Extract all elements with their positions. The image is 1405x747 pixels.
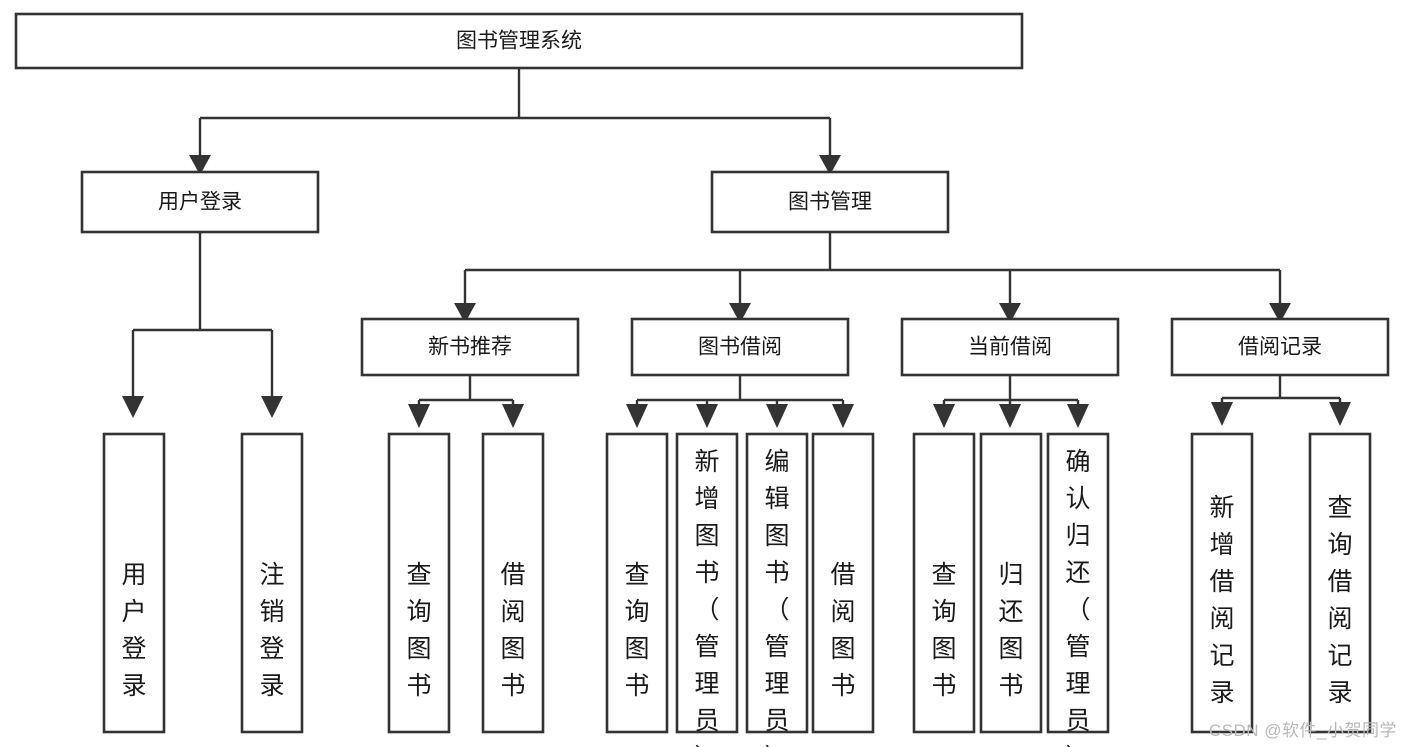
node-leaf-confirm-return-label: 确认归还（管理员）: [1065, 448, 1090, 747]
node-leaf-query-book-2-box[interactable]: [605, 432, 669, 734]
node-leaf-return-book[interactable]: 归还图书: [979, 432, 1043, 734]
node-leaf-user-login[interactable]: 用户登录: [102, 432, 166, 734]
node-new-book-recommend-label: 新书推荐: [428, 336, 512, 359]
node-root[interactable]: 图书管理系统: [14, 12, 1024, 70]
node-leaf-query-borrow-record-label: 查询借阅记录: [1327, 494, 1352, 707]
arrow-head-leaf-query-book-1: [408, 404, 430, 428]
node-borrow-record-box[interactable]: [1170, 317, 1390, 377]
connector-userlogin-to-leaves: [131, 232, 274, 398]
node-leaf-borrow-book-1-label: 借阅图书: [500, 561, 525, 700]
node-leaf-query-book-3-label: 查询图书: [931, 561, 956, 700]
node-new-book-recommend-box[interactable]: [360, 317, 580, 377]
node-leaf-confirm-return[interactable]: 确认归还（管理员）: [1046, 432, 1110, 747]
node-leaf-borrow-book-1[interactable]: 借阅图书: [481, 432, 545, 734]
node-new-book-recommend[interactable]: 新书推荐: [360, 317, 580, 377]
node-leaf-borrow-book-1-box[interactable]: [481, 432, 545, 734]
arrow-head-current-borrow: [999, 303, 1021, 323]
node-leaf-query-borrow-record-box[interactable]: [1308, 432, 1372, 734]
leaf-layer: 用户登录 注销登录 查询图书 借阅图书 查询图书 新增图书（管理员） 编辑图书（…: [102, 432, 1372, 747]
node-book-borrow-box[interactable]: [630, 317, 850, 377]
node-leaf-add-borrow-record-label: 新增借阅记录: [1209, 494, 1234, 707]
node-borrow-record[interactable]: 借阅记录: [1170, 317, 1390, 377]
connector-root-to-level2: [198, 68, 832, 158]
node-leaf-logout-login-label: 注销登录: [259, 561, 284, 700]
node-current-borrow-label: 当前借阅: [968, 336, 1052, 359]
connector-bookborrow-to-leaves: [635, 375, 845, 408]
arrow-head-user-login: [189, 155, 211, 175]
node-book-borrow[interactable]: 图书借阅: [630, 317, 850, 377]
node-leaf-query-book-2[interactable]: 查询图书: [605, 432, 669, 734]
arrow-head-leaf-return-book: [999, 404, 1021, 428]
node-current-borrow[interactable]: 当前借阅: [900, 317, 1120, 377]
node-leaf-add-borrow-record-box[interactable]: [1190, 432, 1254, 734]
node-leaf-borrow-book-2-box[interactable]: [811, 432, 875, 734]
node-user-login[interactable]: 用户登录: [80, 170, 320, 234]
node-leaf-add-book-box[interactable]: [675, 432, 739, 734]
node-leaf-add-book-label: 新增图书（管理员）: [694, 448, 719, 747]
node-leaf-query-borrow-record[interactable]: 查询借阅记录: [1308, 432, 1372, 734]
node-leaf-query-book-1-label: 查询图书: [406, 561, 431, 700]
connector-borrowrecord-to-leaves: [1220, 375, 1342, 406]
arrow-head-new-book-recommend: [454, 303, 476, 323]
node-current-borrow-box[interactable]: [900, 317, 1120, 377]
arrow-head-book-management: [819, 155, 841, 175]
arrow-head-leaf-borrow-book-1: [502, 404, 524, 428]
arrow-head-leaf-confirm-return: [1067, 404, 1089, 428]
node-leaf-query-book-2-label: 查询图书: [624, 561, 649, 700]
arrow-head-leaf-add-book: [696, 404, 718, 428]
node-root-box[interactable]: [14, 12, 1024, 70]
node-leaf-add-book[interactable]: 新增图书（管理员）: [675, 432, 739, 747]
arrow-head-leaf-edit-book: [766, 404, 788, 428]
node-leaf-logout-login[interactable]: 注销登录: [240, 432, 304, 734]
node-book-management-label: 图书管理: [788, 191, 872, 214]
node-leaf-edit-book-label: 编辑图书（管理员）: [764, 448, 789, 747]
connector-layer: [122, 68, 1351, 428]
arrow-head-leaf-user-login: [122, 396, 144, 418]
node-leaf-query-book-1-box[interactable]: [387, 432, 451, 734]
node-leaf-query-book-1[interactable]: 查询图书: [387, 432, 451, 734]
node-leaf-logout-login-box[interactable]: [240, 432, 304, 734]
node-book-management-box[interactable]: [710, 170, 950, 234]
node-leaf-borrow-book-2-label: 借阅图书: [830, 561, 855, 700]
arrow-head-book-borrow: [729, 303, 751, 323]
node-user-login-label: 用户登录: [158, 191, 242, 214]
connector-newbook-to-leaves: [417, 375, 515, 408]
arrow-head-leaf-query-book-2: [626, 404, 648, 428]
node-leaf-query-book-3[interactable]: 查询图书: [912, 432, 976, 734]
node-user-login-box[interactable]: [80, 170, 320, 234]
node-book-borrow-label: 图书借阅: [698, 336, 782, 359]
arrow-head-leaf-borrow-book-2: [832, 404, 854, 428]
node-borrow-record-label: 借阅记录: [1238, 336, 1322, 359]
arrow-head-leaf-logout-login: [261, 396, 283, 418]
node-book-management[interactable]: 图书管理: [710, 170, 950, 234]
arrow-head-leaf-query-borrow-record: [1329, 402, 1351, 426]
arrow-head-borrow-record: [1269, 303, 1291, 323]
connector-bookmgmt-to-level3: [463, 232, 1282, 306]
node-leaf-user-login-box[interactable]: [102, 432, 166, 734]
node-leaf-return-book-label: 归还图书: [998, 561, 1023, 700]
connector-currentborrow-to-leaves: [942, 375, 1080, 408]
node-leaf-query-book-3-box[interactable]: [912, 432, 976, 734]
node-root-label: 图书管理系统: [456, 30, 582, 53]
node-leaf-edit-book-box[interactable]: [745, 432, 809, 734]
node-leaf-return-book-box[interactable]: [979, 432, 1043, 734]
node-leaf-add-borrow-record[interactable]: 新增借阅记录: [1190, 432, 1254, 734]
arrow-head-leaf-add-borrow-record: [1211, 402, 1233, 426]
node-leaf-confirm-return-box[interactable]: [1046, 432, 1110, 734]
node-leaf-borrow-book-2[interactable]: 借阅图书: [811, 432, 875, 734]
node-leaf-user-login-label: 用户登录: [121, 561, 146, 700]
node-leaf-edit-book[interactable]: 编辑图书（管理员）: [745, 432, 809, 747]
arrow-head-leaf-query-book-3: [933, 404, 955, 428]
